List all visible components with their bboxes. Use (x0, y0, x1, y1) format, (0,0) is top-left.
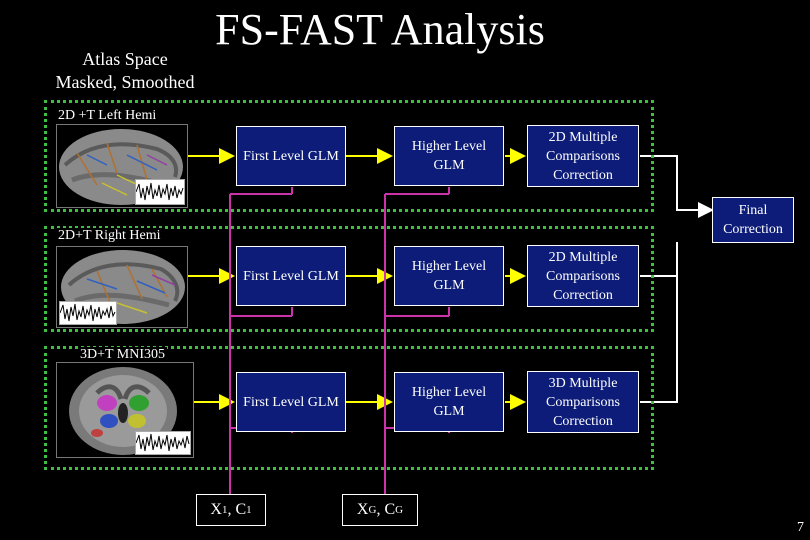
xg-c-sub: G (395, 504, 404, 516)
x1-sep: , (227, 501, 236, 518)
x1-c-sub: 1 (246, 504, 252, 516)
section-label-mni305: 3D+T MNI305 (78, 347, 168, 363)
multiple-comparisons-box-row2: 2D Multiple Comparisons Correction (527, 245, 639, 307)
timecourse-plot-mni305 (135, 431, 191, 455)
xg-sep: , (376, 501, 385, 518)
section-label-right-hemi: 2D+T Right Hemi (56, 228, 163, 244)
first-level-glm-box-row2: First Level GLM (236, 246, 346, 306)
first-level-glm-box-row3: First Level GLM (236, 372, 346, 432)
x1-c: C (235, 501, 247, 518)
x1-x: X (210, 501, 222, 518)
page-number: 7 (797, 520, 804, 535)
higher-level-glm-box-row3: Higher Level GLM (394, 372, 504, 432)
x1-x-sub: 1 (221, 504, 228, 516)
subtitle-line-2: Masked, Smoothed (55, 72, 195, 92)
section-mni305 (44, 346, 654, 470)
subtitle-line-1: Atlas Space (82, 49, 168, 69)
multiple-comparisons-box-row1: 2D Multiple Comparisons Correction (527, 125, 639, 187)
slide-subtitle: Atlas Space Masked, Smoothed (40, 48, 210, 94)
timecourse-plot-left (135, 179, 185, 205)
xg-x-sub: G (368, 504, 377, 516)
line-mc1-to-final (640, 155, 714, 218)
higher-level-glm-box-row1: Higher Level GLM (394, 126, 504, 186)
slide-title: FS-FAST Analysis (215, 5, 545, 54)
mni305-volume-image (56, 362, 194, 458)
section-right-hemi (44, 226, 654, 332)
timecourse-plot-right (59, 301, 117, 325)
first-level-glm-box-row1: First Level GLM (236, 126, 346, 186)
higher-level-glm-box-row2: Higher Level GLM (394, 246, 504, 306)
multiple-comparisons-box-row3: 3D Multiple Comparisons Correction (527, 371, 639, 433)
section-label-left-hemi: 2D +T Left Hemi (56, 108, 159, 124)
xg-x: X (356, 501, 369, 518)
final-correction-box: Final Correction (712, 197, 794, 243)
right-hemi-surface-image (56, 246, 188, 328)
left-hemi-surface-image (56, 124, 188, 208)
xg-c: C (384, 501, 396, 518)
section-left-hemi (44, 100, 654, 212)
